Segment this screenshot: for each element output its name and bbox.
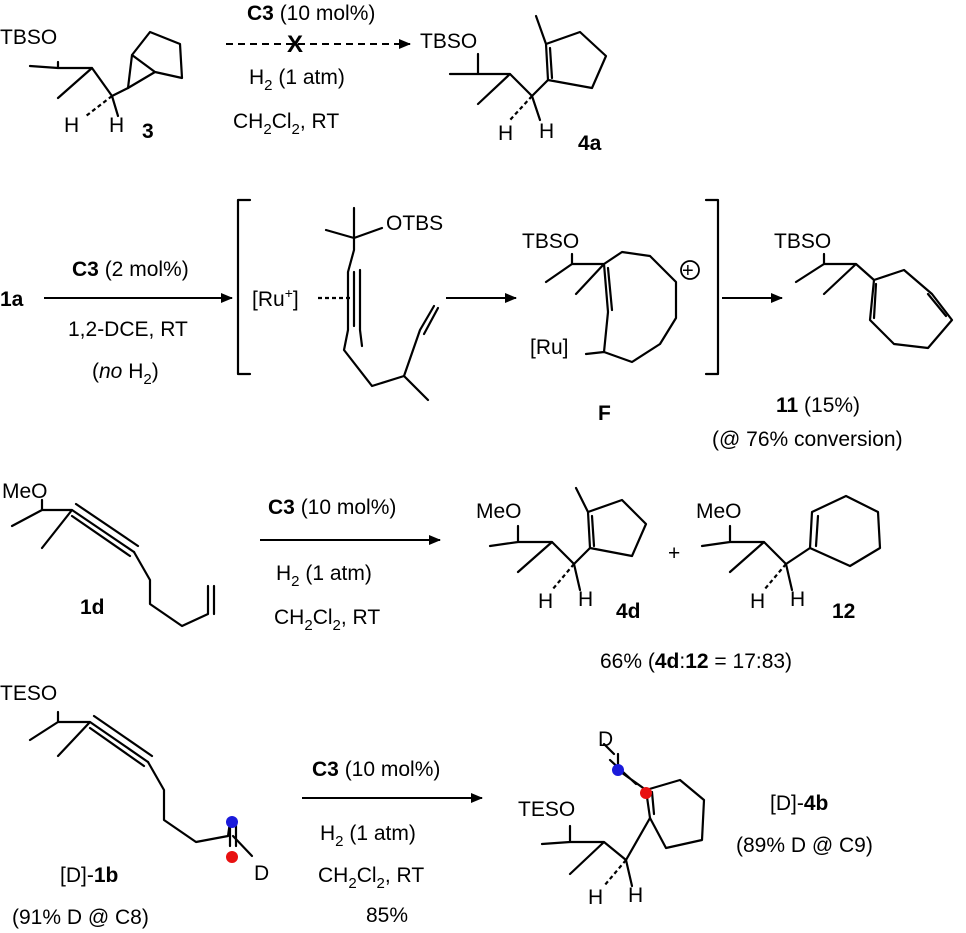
conditions-h2: H2 (1 atm): [276, 562, 372, 590]
plus-sign: +: [668, 542, 680, 565]
compound-4d-label: 4d: [616, 600, 641, 623]
compound-4d-h1: H: [538, 590, 553, 613]
cation-F-otbs: TBSO: [522, 230, 579, 253]
conditions-catalyst: C3 (10 mol%): [268, 496, 396, 519]
compound-12-h1: H: [750, 590, 765, 613]
compound-1d-label: 1d: [80, 596, 105, 619]
compound-1b-label: [D]-1b: [60, 864, 118, 887]
compound-12-ome: MeO: [696, 500, 742, 523]
ru-alkyne-complex: [Ru+] OTBS: [252, 206, 443, 402]
ru-cation-label: [Ru+]: [252, 285, 299, 311]
cation-F-ru: [Ru]: [530, 336, 569, 359]
compound-11-label: 11 (15%): [776, 394, 860, 417]
conditions-solvent: 1,2-DCE, RT: [68, 318, 188, 341]
compound-3-structure: TBSO H H 3: [0, 26, 184, 143]
compound-3-h1: H: [64, 114, 79, 137]
compound-1a-label: 1a: [0, 288, 24, 311]
compound-4a-h1: H: [498, 122, 513, 145]
carbon-marker-red: [640, 787, 652, 799]
compound-4a-otbs: TBSO: [420, 30, 477, 53]
yield: 85%: [366, 904, 408, 927]
scheme-2: 1a C3 (2 mol%) 1,2-DCE, RT (no H2) [Ru+]…: [0, 198, 954, 451]
conditions-no-h2: (no H2): [92, 360, 159, 388]
compound-4d-h2: H: [578, 588, 593, 611]
conversion-note: (@ 76% conversion): [712, 428, 903, 451]
compound-4d-ome: MeO: [476, 500, 522, 523]
compound-4b-label: [D]-4b: [770, 792, 828, 815]
conditions-catalyst: C3 (2 mol%): [72, 258, 189, 281]
compound-4b-structure: D TESO H H [D]-4b (89% D @ C9): [518, 728, 873, 909]
cation-F-label: F: [598, 402, 611, 425]
conditions-catalyst: C3 (10 mol%): [247, 2, 375, 25]
product-ratio: 66% (4d:12 = 17:83): [600, 650, 792, 673]
deuterium-marker-blue: [226, 816, 238, 828]
compound-1b-d: D: [254, 862, 269, 885]
compound-4a-h2: H: [539, 120, 554, 143]
compound-3-label: 3: [142, 120, 154, 143]
compound-3-h2: H: [109, 114, 124, 137]
compound-4b-oes: TESO: [518, 798, 575, 821]
conditions-solvent: CH2Cl2, RT: [318, 864, 424, 892]
compound-11-structure: TBSO 11 (15%) (@ 76% conversion): [712, 230, 954, 451]
compound-1b-oes: TESO: [0, 682, 57, 705]
conditions-solvent: CH2Cl2, RT: [233, 110, 339, 138]
conditions-h2: H2 (1 atm): [320, 822, 416, 850]
compound-4b-note: (89% D @ C9): [736, 834, 873, 857]
scheme-4: TESO D [D]-1b (91% D @ C8) C3 (10 mol%) …: [0, 682, 873, 929]
blocked-arrow: X C3 (10 mol%) H2 (1 atm) CH2Cl2, RT: [226, 2, 411, 138]
ru-complex-otbs: OTBS: [386, 212, 443, 235]
compound-4d-structure: MeO H H 4d: [476, 486, 648, 623]
conditions-solvent: CH2Cl2, RT: [274, 606, 380, 634]
compound-4b-h2: H: [628, 884, 643, 907]
compound-1b-structure: TESO D [D]-1b (91% D @ C8): [0, 682, 269, 929]
compound-4a-structure: TBSO H H 4a: [420, 14, 608, 155]
compound-12-label: 12: [832, 600, 855, 623]
compound-1d-structure: MeO 1d: [2, 480, 216, 628]
deuterium-marker-blue: [612, 764, 624, 776]
blocked-x: X: [287, 31, 303, 58]
cation-F-structure: + TBSO [Ru] F: [522, 230, 700, 425]
compound-4b-h1: H: [588, 886, 603, 909]
compound-4a-label: 4a: [578, 132, 602, 155]
scheme-3: MeO 1d C3 (10 mol%) H2 (1 atm) CH2Cl2, R…: [2, 480, 882, 673]
carbon-marker-red: [226, 851, 238, 863]
compound-4b-d: D: [598, 728, 613, 751]
conditions-h2: H2 (1 atm): [249, 66, 345, 94]
compound-1d-ome: MeO: [2, 480, 48, 503]
conditions-catalyst: C3 (10 mol%): [312, 758, 440, 781]
bracket-right: [704, 198, 720, 376]
compound-1b-note: (91% D @ C8): [12, 906, 149, 929]
scheme-1: TBSO H H 3 X C3 (10 mol%) H2 (1 atm) CH2…: [0, 2, 608, 155]
compound-3-otbs: TBSO: [0, 26, 57, 49]
compound-12-structure: MeO H H 12: [696, 494, 882, 623]
bracket-left: [236, 198, 252, 376]
compound-11-otbs: TBSO: [774, 230, 831, 253]
cation-charge: +: [682, 260, 694, 282]
compound-12-h2: H: [790, 588, 805, 611]
